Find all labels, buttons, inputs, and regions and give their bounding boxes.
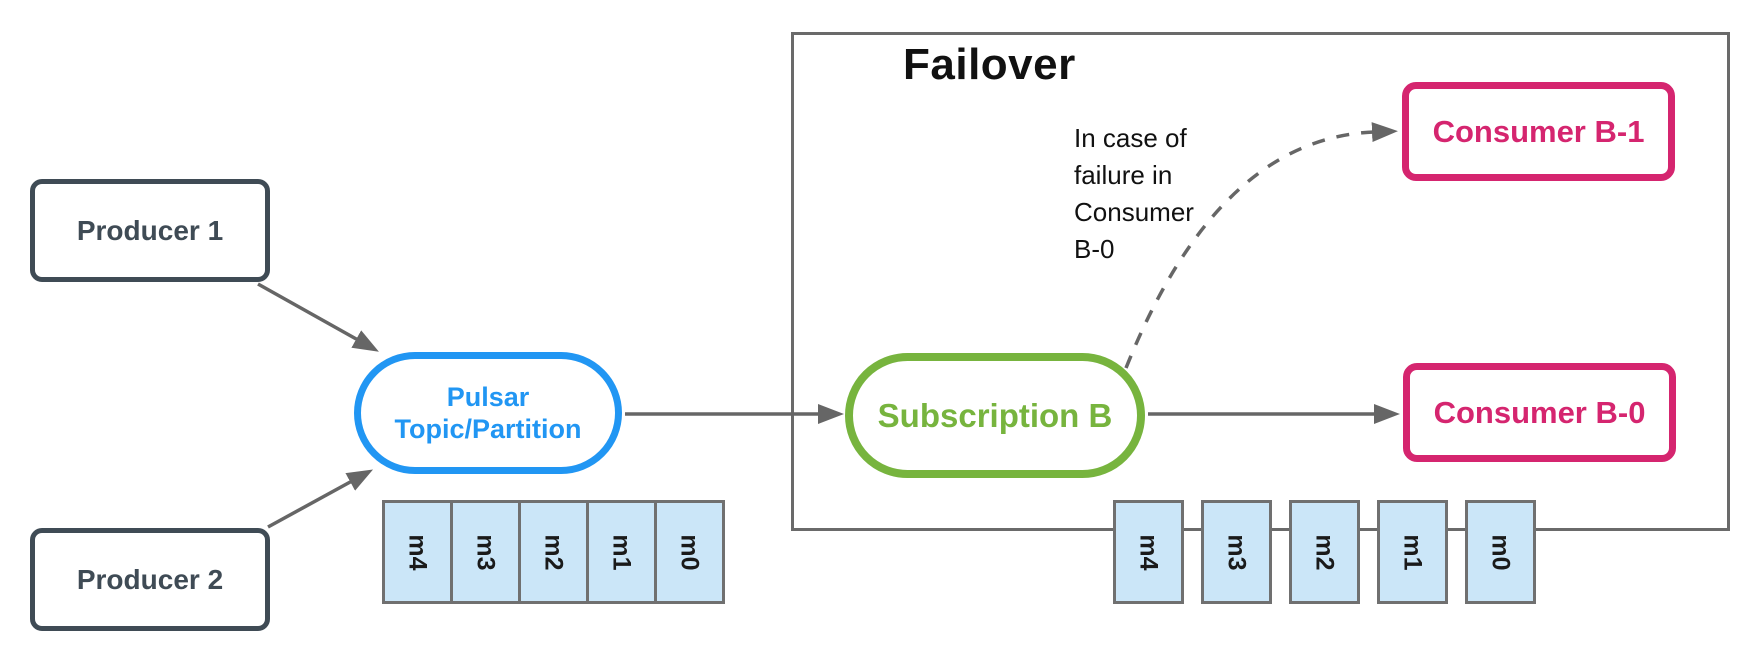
message-label: m1 xyxy=(1398,533,1427,571)
pulsar-topic-node: Pulsar Topic/Partition xyxy=(354,352,622,474)
producer-1-node: Producer 1 xyxy=(30,179,270,282)
producer-2-node: Producer 2 xyxy=(30,528,270,631)
message-cell: m1 xyxy=(1377,500,1448,604)
subscription-message-queue: m4 m3 m2 m1 m0 xyxy=(1113,500,1536,604)
message-label: m3 xyxy=(1222,533,1251,571)
message-label: m3 xyxy=(471,533,500,571)
failover-annotation-text: In case of failure in Consumer B-0 xyxy=(1074,123,1194,264)
message-label: m0 xyxy=(1486,533,1515,571)
message-cell: m3 xyxy=(1201,500,1272,604)
producer-1-label: Producer 1 xyxy=(76,214,224,246)
message-label: m0 xyxy=(675,533,704,571)
message-cell: m0 xyxy=(654,500,725,604)
message-cell: m1 xyxy=(586,500,657,604)
subscription-b-node: Subscription B xyxy=(845,353,1145,478)
consumer-b1-node: Consumer B-1 xyxy=(1402,82,1675,181)
consumer-b0-label: Consumer B-0 xyxy=(1433,394,1646,430)
message-label: m4 xyxy=(403,533,432,571)
message-cell: m4 xyxy=(382,500,453,604)
message-cell: m3 xyxy=(450,500,521,604)
pulsar-topic-label-line1: Pulsar xyxy=(446,382,530,412)
message-label: m2 xyxy=(1310,533,1339,571)
producer-2-label: Producer 2 xyxy=(76,563,224,595)
message-label: m1 xyxy=(607,533,636,571)
message-cell: m4 xyxy=(1113,500,1184,604)
message-cell: m0 xyxy=(1465,500,1536,604)
topic-message-queue: m4 m3 m2 m1 m0 xyxy=(382,500,725,604)
failover-group-title: Failover xyxy=(903,40,1076,89)
message-cell: m2 xyxy=(1289,500,1360,604)
consumer-b1-label: Consumer B-1 xyxy=(1432,113,1645,149)
consumer-b0-node: Consumer B-0 xyxy=(1403,363,1676,462)
message-label: m4 xyxy=(1134,533,1163,571)
message-label: m2 xyxy=(539,533,568,571)
pulsar-topic-label-line2: Topic/Partition xyxy=(394,414,582,444)
arrow-producer2-to-topic xyxy=(267,469,374,529)
message-cell: m2 xyxy=(518,500,589,604)
subscription-b-label: Subscription B xyxy=(877,396,1113,434)
arrow-producer1-to-topic xyxy=(257,282,379,352)
